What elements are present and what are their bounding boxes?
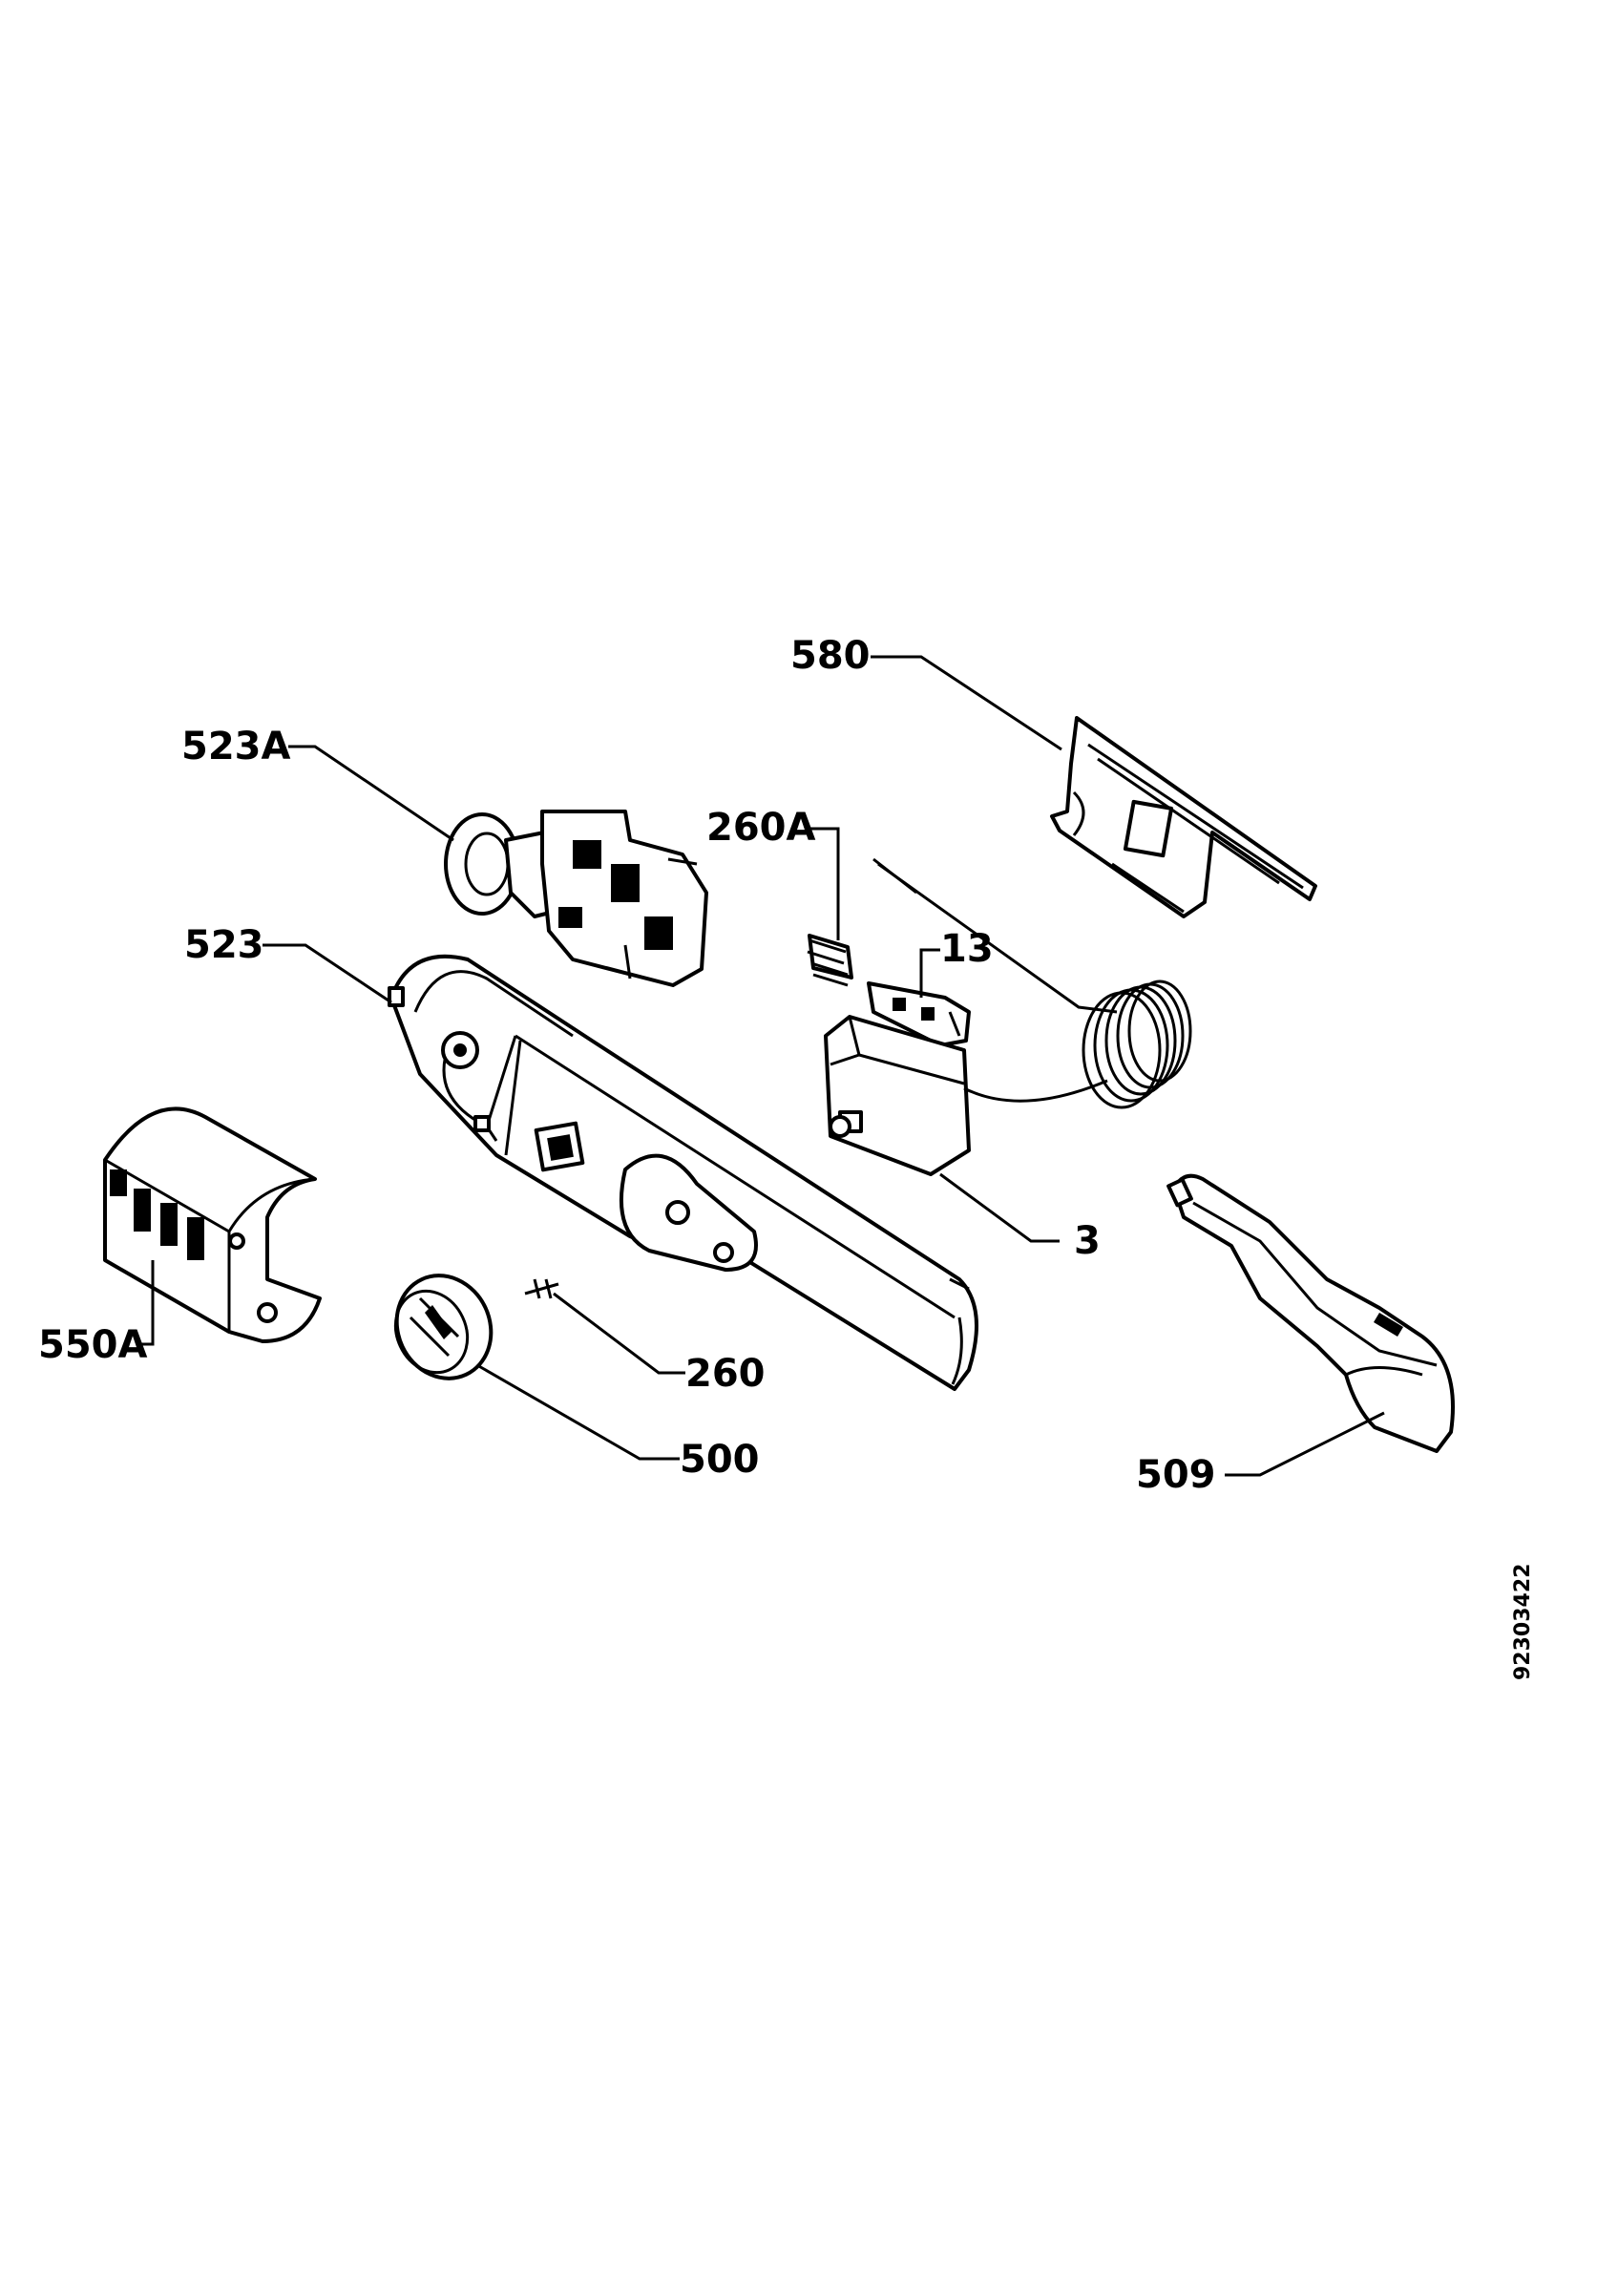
label-509: 509	[1136, 1453, 1216, 1497]
label-523: 523	[184, 923, 264, 967]
part-3-thermostat	[824, 857, 1192, 1176]
part-523-housing	[388, 954, 978, 1391]
part-580-bracket	[1050, 716, 1317, 918]
label-260A: 260A	[706, 806, 815, 850]
document-number: 92303422	[1511, 1564, 1535, 1680]
part-260A-spring	[807, 934, 853, 987]
label-550A: 550A	[38, 1323, 147, 1367]
part-13-connector	[867, 981, 971, 1047]
label-260: 260	[685, 1352, 766, 1396]
label-13: 13	[940, 927, 994, 971]
leader-lines	[138, 655, 1385, 1477]
label-500: 500	[680, 1438, 760, 1482]
part-550A-cover	[103, 1106, 322, 1343]
part-260-pin	[524, 1278, 559, 1299]
label-3: 3	[1074, 1219, 1101, 1263]
label-523A: 523A	[181, 725, 290, 769]
part-509-handle	[1166, 1173, 1455, 1453]
label-580: 580	[790, 634, 871, 678]
part-500-knob	[393, 1274, 494, 1380]
part-523A-switch	[444, 810, 708, 987]
